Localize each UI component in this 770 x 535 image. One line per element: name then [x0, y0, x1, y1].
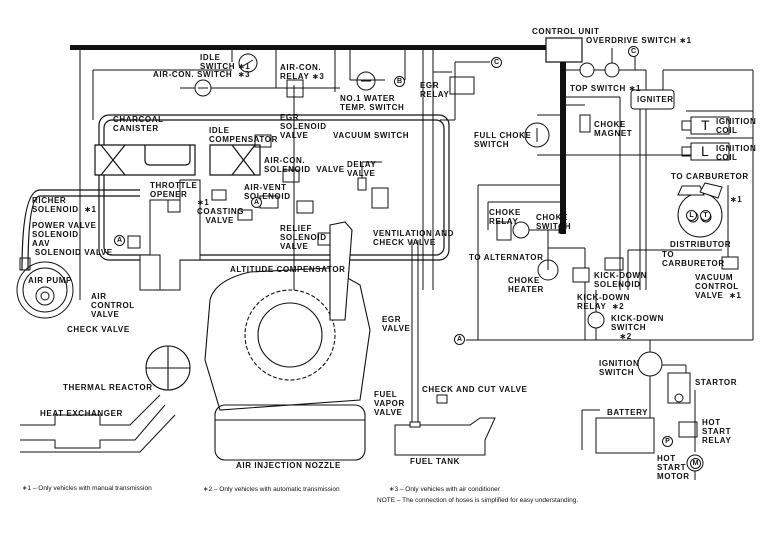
charcoal-canister-label: CHARCOAL CANISTER — [113, 115, 164, 133]
footnote-3: ∗3 – Only vehicles with air conditioner — [389, 486, 500, 493]
fuel-tank-label: FUEL TANK — [410, 457, 460, 466]
idle-switch-symbol — [238, 53, 258, 73]
harness-bus-vertical — [560, 62, 566, 234]
top-switch-label: TOP SWITCH ∗1 — [570, 84, 642, 93]
battery-label: BATTERY — [607, 408, 649, 417]
vacuum-hoses — [21, 114, 450, 271]
footnote-2: ∗2 – Only vehicles with automatic transm… — [203, 486, 340, 493]
ventilation-check-valve-label: VENTILATION AND CHECK VALVE — [373, 229, 454, 247]
to-alternator-label: TO ALTERNATOR — [469, 253, 544, 262]
air-pump-label: AIR PUMP — [28, 276, 72, 285]
egr-relay-label: EGR RELAY — [420, 81, 450, 99]
idle-switch-label: IDLE SWITCH ∗1 — [200, 53, 251, 71]
hot-start-relay-label: HOT START RELAY — [702, 418, 732, 445]
coasting-valve-label: ∗1 COASTING VALVE — [197, 198, 245, 225]
hot-start-motor-m-icon: M — [690, 458, 701, 469]
exhaust-pipes — [20, 394, 176, 453]
starting-circuit — [581, 340, 704, 480]
connector-c-left-icon: C — [491, 57, 502, 68]
coil-t-letter: T — [701, 117, 711, 133]
connector-p-icon: P — [662, 436, 673, 447]
choke-magnet-symbol — [579, 114, 591, 133]
kick-down-solenoid-label: KICK-DOWN SOLENOID — [594, 271, 647, 289]
air-con-relay-symbol — [286, 79, 304, 98]
overdrive-switch-label: OVERDRIVE SWITCH ∗1 — [586, 36, 692, 45]
delay-valve-label: DELAY VALVE — [347, 160, 377, 178]
connector-a-right-icon: A — [454, 334, 465, 345]
air-pump-symbol — [16, 257, 74, 319]
connector-a-mid-icon: A — [251, 197, 262, 208]
footnote-1: ∗1 – Only vehicles with manual transmiss… — [22, 485, 152, 492]
fuel-tank-symbol — [394, 240, 496, 456]
air-con-switch-label: AIR-CON. SWITCH ∗3 — [153, 70, 251, 79]
air-injection-nozzle-label: AIR INJECTION NOZZLE — [236, 461, 341, 470]
ignition-switch-label: IGNITION SWITCH — [599, 359, 640, 377]
thermal-reactor-label: THERMAL REACTOR — [63, 383, 153, 392]
control-unit-box — [545, 37, 583, 63]
altitude-compensator-label: ALTITUDE COMPENSATOR — [230, 265, 346, 274]
throttle-opener-label: THROTTLE OPENER — [150, 181, 198, 199]
harness-bus-top — [70, 45, 550, 50]
connector-a-left-icon: A — [114, 235, 125, 246]
to-carburetor-top-label: TO CARBURETOR — [671, 172, 749, 181]
engine-symbol — [145, 221, 371, 461]
footnote-hoses: NOTE – The connection of hoses is simpli… — [377, 497, 579, 504]
kick-down-relay-label: KICK-DOWN RELAY ∗2 — [577, 293, 630, 311]
air-vent-solenoid-label: AIR-VENT SOLENOID — [244, 183, 291, 201]
control-unit-label: CONTROL UNIT — [532, 27, 600, 36]
hot-start-motor-label: HOT START MOTOR — [657, 454, 690, 481]
air-con-relay-label: AIR-CON. RELAY ∗3 — [280, 63, 325, 81]
heat-exchanger-label: HEAT EXCHANGER — [40, 409, 123, 418]
connector-c-icon: C — [628, 46, 639, 57]
richer-solenoid-label: RICHER SOLENOID ∗1 — [32, 196, 97, 214]
ignition-coil-t-label: IGNITION COIL — [716, 117, 757, 135]
power-valve-solenoid-label: POWER VALVE SOLENOID — [32, 221, 97, 239]
check-valve-label: CHECK VALVE — [67, 325, 130, 334]
egr-relay-symbol — [449, 76, 475, 95]
aav-solenoid-valve-label: AAV SOLENOID VALVE — [32, 239, 113, 257]
air-control-valve-label: AIR CONTROL VALVE — [91, 292, 135, 319]
distributor-star-label: ∗1 — [730, 195, 743, 204]
kick-down-circuit — [466, 221, 754, 341]
distributor-label: DISTRIBUTOR — [670, 240, 732, 249]
igniter-label: IGNITER — [637, 95, 674, 104]
egr-valve-label: EGR VALVE — [382, 315, 411, 333]
coil-l-letter: L — [701, 143, 710, 159]
egr-solenoid-valve-label: EGR SOLENOID VALVE — [280, 113, 327, 140]
choke-heater-label: CHOKE HEATER — [508, 276, 544, 294]
full-choke-switch-symbol — [524, 122, 550, 148]
vacuum-switch-label: VACUUM SWITCH — [333, 131, 410, 140]
startor-label: STARTOR — [695, 378, 738, 387]
battery-box — [595, 417, 655, 454]
distributor-t-icon: T — [700, 210, 711, 221]
choke-switch-label: CHOKE SWITCH — [536, 213, 572, 231]
distributor-symbol — [627, 182, 739, 290]
check-and-cut-valve-label: CHECK AND CUT VALVE — [422, 385, 528, 394]
connector-b-icon: B — [394, 76, 405, 87]
to-carburetor-mid-label: TO CARBURETOR — [662, 250, 725, 268]
air-con-solenoid-valve-label: AIR-CON. SOLENOID VALVE — [264, 156, 345, 174]
full-choke-switch-label: FULL CHOKE SWITCH — [474, 131, 532, 149]
igniter-box — [630, 89, 675, 110]
relief-solenoid-valve-label: RELIEF SOLENOID VALVE — [280, 224, 327, 251]
idle-compensator-label: IDLE COMPENSATOR — [209, 126, 278, 144]
water-temp-switch-symbol — [356, 71, 376, 91]
kick-down-switch-label: KICK-DOWN SWITCH ∗2 — [611, 314, 664, 341]
water-temp-switch-label: NO.1 WATER TEMP. SWITCH — [340, 94, 405, 112]
choke-magnet-label: CHOKE MAGNET — [594, 120, 633, 138]
fuel-vapor-valve-label: FUEL VAPOR VALVE — [374, 390, 405, 417]
distributor-l-icon: L — [686, 210, 697, 221]
vacuum-control-valve-label: VACUUM CONTROL VALVE ∗1 — [695, 273, 742, 300]
ignition-coil-l-label: IGNITION COIL — [716, 144, 757, 162]
choke-relay-label: CHOKE RELAY — [489, 208, 521, 226]
carburetor-assembly — [127, 134, 389, 291]
